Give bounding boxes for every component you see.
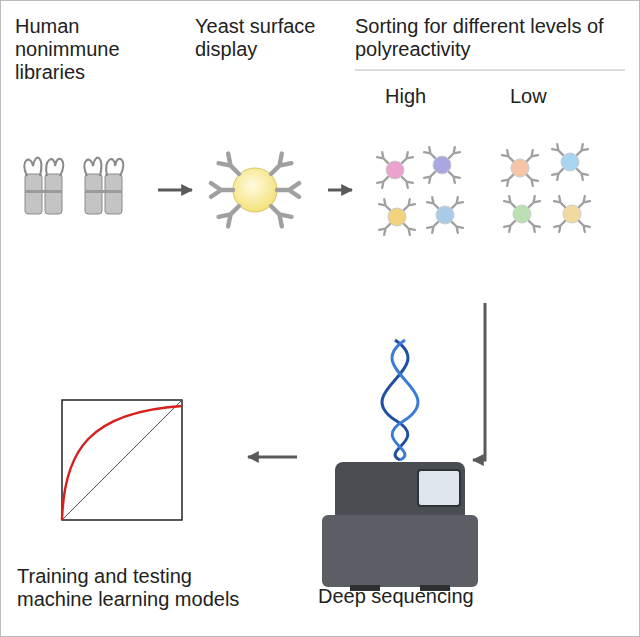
antibody-symbol	[219, 201, 244, 226]
antibody-symbol	[504, 219, 517, 232]
antibody-symbol	[424, 170, 437, 183]
antibody-symbol	[266, 154, 291, 179]
sequencer-screen	[418, 470, 460, 506]
flow-arrow	[158, 189, 192, 192]
antibody-symbol	[379, 222, 392, 235]
library-symbol	[24, 158, 63, 214]
antibody-symbol	[554, 196, 567, 209]
antibody-symbol	[450, 220, 463, 233]
step-node: Deep sequencing	[300, 335, 470, 620]
antibody-symbol	[502, 173, 515, 186]
antibody-symbol	[577, 196, 590, 209]
antibody-symbol	[575, 144, 588, 157]
divider-line	[355, 70, 625, 71]
antibody-symbol	[525, 150, 538, 163]
antibody-symbol	[502, 150, 515, 163]
antibody-symbol	[552, 144, 565, 157]
antibody-symbol	[447, 147, 460, 160]
antibody-symbol	[402, 222, 415, 235]
level-label: High	[385, 85, 465, 108]
step-label: Sorting for different levels of polyreac…	[355, 15, 625, 61]
step-node: Human nonimmune libraries	[15, 15, 155, 230]
diagonal-line	[62, 400, 182, 520]
step-node: Training and testing machine learning mo…	[15, 390, 245, 620]
antibody-symbol	[427, 220, 440, 233]
antibody-symbol	[554, 219, 567, 232]
antibody-symbol	[400, 175, 413, 188]
antibody-symbol	[266, 201, 291, 226]
antibody-symbol	[402, 199, 415, 212]
step-label: Training and testing machine learning mo…	[17, 565, 245, 611]
roc-curve	[62, 406, 182, 520]
step-node: Sorting for different levels of polyreac…	[355, 15, 630, 300]
antibody-symbol	[527, 219, 540, 232]
antibody-symbol	[525, 173, 538, 186]
antibody-symbol	[447, 170, 460, 183]
antibody-symbol	[424, 147, 437, 160]
cell-group	[377, 144, 590, 235]
step-label: Human nonimmune libraries	[15, 15, 155, 84]
antibody-symbol	[377, 175, 390, 188]
roc-axes	[62, 400, 182, 520]
step-node: Yeast surface display	[195, 15, 325, 240]
antibody-symbol	[377, 152, 390, 165]
flow-arrow	[473, 303, 485, 460]
level-label: Low	[510, 85, 590, 108]
dna-strand	[392, 340, 418, 460]
antibody-symbol	[277, 183, 299, 197]
flow-arrow	[248, 456, 297, 459]
flow-arrow	[328, 189, 352, 192]
antibody-symbol	[400, 152, 413, 165]
sequencer-base	[322, 515, 478, 587]
antibody-symbol	[379, 199, 392, 212]
antibody-symbol	[527, 196, 540, 209]
antibody-symbol	[427, 197, 440, 210]
antibody-symbol	[575, 167, 588, 180]
step-label: Deep sequencing	[318, 585, 483, 608]
step-label: Yeast surface display	[195, 15, 325, 61]
antibody-symbol	[219, 154, 244, 179]
antibody-symbol	[450, 197, 463, 210]
antibody-symbol	[211, 183, 233, 197]
antibody-symbol	[552, 167, 565, 180]
library-symbol	[84, 158, 123, 214]
antibody-symbol	[577, 219, 590, 232]
antibody-symbol	[504, 196, 517, 209]
